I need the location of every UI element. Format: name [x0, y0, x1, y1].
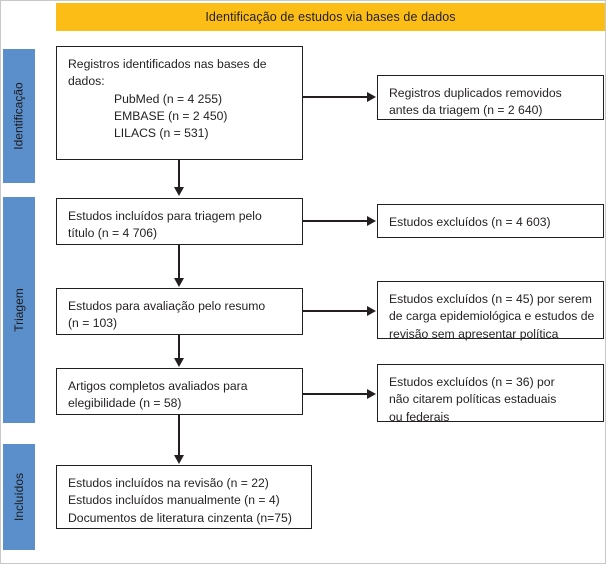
- arrowhead-screened-to-abstract: [174, 278, 184, 287]
- box-excluded-by-fulltext-line-2: não citarem políticas estaduais: [389, 392, 557, 407]
- arrowhead-abstract-to-fulltext: [174, 358, 184, 367]
- box-duplicates-removed-line-1: Registros duplicados removidos: [389, 86, 562, 100]
- arrowhead-fulltext-to-included: [174, 455, 184, 464]
- box-excluded-by-fulltext-line-1: Estudos excluídos (n = 36) por: [389, 375, 555, 389]
- box-fulltext-eligibility: Artigos completos avaliados para elegibi…: [56, 368, 303, 415]
- box-fulltext-eligibility-line-1: Artigos completos avaliados para: [68, 379, 248, 393]
- box-duplicates-removed: Registros duplicados removidos antes da …: [377, 75, 604, 120]
- stage-label-incluidos-text: Incluídos: [12, 472, 26, 522]
- box-studies-included-line-2: Estudos incluídos manualmente (n = 4): [68, 493, 280, 508]
- box-excluded-by-title-line-1: Estudos excluídos (n = 4 603): [389, 215, 551, 229]
- arrowhead-identified-to-duplicates: [367, 92, 376, 102]
- phase-banner-title: Identificação de estudos via bases de da…: [205, 10, 456, 24]
- box-screened-by-title-line-1: Estudos incluídos para triagem pelo: [68, 209, 262, 223]
- box-excluded-by-abstract-line-3: revisão sem apresentar política: [389, 326, 559, 341]
- box-records-identified-pubmed: PubMed (n = 4 255): [114, 91, 223, 106]
- connector-abstract-to-fulltext: [178, 335, 180, 359]
- box-abstract-evaluation-line-2: (n = 103): [68, 316, 118, 331]
- stage-label-identificacao-text: Identificação: [12, 82, 27, 150]
- box-excluded-by-fulltext-line-3: ou federais: [389, 409, 450, 424]
- box-abstract-evaluation-line-1: Estudos para avaliação pelo resumo: [68, 299, 266, 313]
- box-excluded-by-fulltext: Estudos excluídos (n = 36) por não citar…: [377, 364, 604, 424]
- box-abstract-evaluation: Estudos para avaliação pelo resumo (n = …: [56, 288, 303, 335]
- box-records-identified-line-1: Registros identificados nas bases de: [68, 57, 267, 71]
- box-studies-included-line-1: Estudos incluídos na revisão (n = 22): [68, 476, 269, 490]
- arrowhead-identified-to-screened: [174, 187, 184, 196]
- arrowhead-fulltext-to-excluded-fulltext: [367, 389, 376, 399]
- stage-label-identificacao: Identificação: [3, 49, 35, 183]
- stage-label-triagem: Triagem: [3, 197, 35, 423]
- box-studies-included-line-3: Documentos de literatura cinzenta (n=75): [68, 510, 292, 525]
- box-screened-by-title-line-2: título (n = 4 706): [68, 226, 158, 241]
- connector-screened-to-abstract: [178, 245, 180, 279]
- connector-identified-to-duplicates: [303, 96, 368, 98]
- stage-label-incluidos: Incluídos: [3, 444, 35, 550]
- connector-screened-to-excluded-title: [303, 220, 368, 222]
- box-excluded-by-title: Estudos excluídos (n = 4 603): [377, 204, 604, 238]
- connector-identified-to-screened: [178, 160, 180, 189]
- box-excluded-by-abstract-line-2: de carga epidemiológica e estudos de: [389, 309, 595, 324]
- arrowhead-abstract-to-excluded-abstract: [367, 306, 376, 316]
- box-screened-by-title: Estudos incluídos para triagem pelo títu…: [56, 198, 303, 245]
- connector-fulltext-to-included: [178, 415, 180, 456]
- box-excluded-by-abstract-line-1: Estudos excluídos (n = 45) por serem: [389, 292, 592, 306]
- box-fulltext-eligibility-line-2: elegibilidade (n = 58): [68, 396, 182, 411]
- stage-label-triagem-text: Triagem: [12, 288, 27, 332]
- box-records-identified-embase: EMBASE (n = 2 450): [114, 108, 228, 123]
- phase-banner-identification: Identificação de estudos via bases de da…: [56, 3, 605, 31]
- connector-fulltext-to-excluded-fulltext: [303, 393, 368, 395]
- box-records-identified: Registros identificados nas bases de dad…: [56, 46, 303, 160]
- box-studies-included: Estudos incluídos na revisão (n = 22) Es…: [56, 465, 312, 529]
- box-excluded-by-abstract: Estudos excluídos (n = 45) por serem de …: [377, 281, 604, 341]
- connector-abstract-to-excluded-abstract: [303, 310, 368, 312]
- arrowhead-screened-to-excluded-title: [367, 216, 376, 226]
- box-records-identified-lilacs: LILACS (n = 531): [114, 126, 209, 141]
- box-duplicates-removed-line-2: antes da triagem (n = 2 640): [389, 103, 543, 118]
- box-records-identified-line-2: dados:: [68, 74, 105, 89]
